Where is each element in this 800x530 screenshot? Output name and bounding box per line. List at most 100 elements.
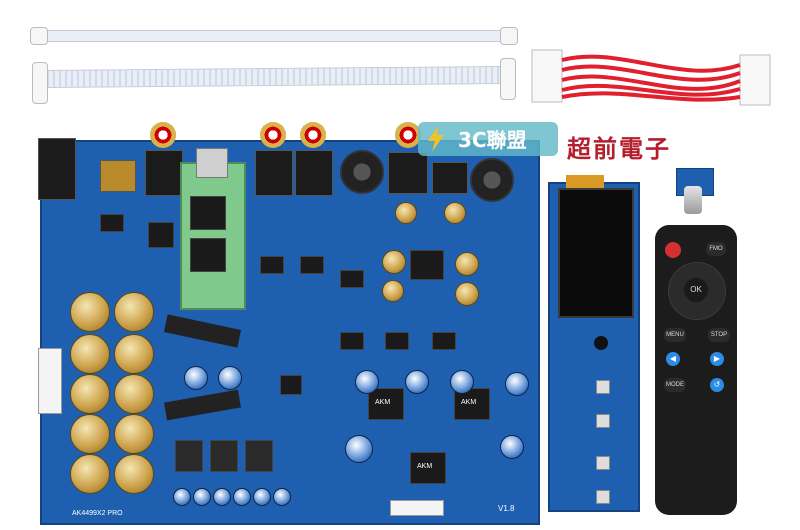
usb-interface-module	[180, 162, 246, 310]
watermark-logo-text: 3C聯盟	[458, 128, 527, 152]
akm-chip-1: AKM	[368, 388, 404, 420]
xlr-output-2	[470, 158, 514, 202]
power-button	[665, 242, 681, 258]
rca-block-2	[295, 150, 333, 196]
rca-block-3	[388, 152, 428, 194]
rca-output-3	[395, 122, 421, 148]
blue-cap-6	[405, 370, 429, 394]
akm-label-3: AKM	[417, 463, 433, 470]
mode-label: MODE	[666, 382, 684, 388]
ribbon-connector-left	[32, 62, 48, 104]
capacitor-7	[70, 414, 110, 454]
bottom-cap-4	[233, 488, 251, 506]
blue-cap-4	[500, 435, 524, 459]
power-jack	[38, 138, 76, 200]
connector-left-top	[30, 27, 48, 45]
coax-jack-1	[145, 150, 183, 196]
rotary-encoder-knob	[684, 186, 702, 214]
lcd-screen	[558, 188, 634, 318]
small-cap-2	[444, 202, 466, 224]
usb-b-port	[196, 148, 228, 178]
akm-chip-2: AKM	[454, 388, 490, 420]
regulator-1	[175, 440, 203, 472]
ok-button: OK	[684, 278, 708, 302]
akm-label-1: AKM	[375, 399, 391, 406]
rca-input-1	[150, 122, 176, 148]
connector-right-top	[500, 27, 518, 45]
prev-button: ◀	[666, 352, 680, 366]
capacitor-9	[70, 454, 110, 494]
ic-2	[148, 222, 174, 248]
hdmi-port	[100, 160, 136, 192]
blue-cap-2	[218, 366, 242, 390]
optical-port	[432, 162, 468, 194]
ic-7	[385, 332, 409, 350]
ic-9	[280, 375, 302, 395]
capacitor-5	[70, 374, 110, 414]
menu-label: MENU	[666, 332, 684, 338]
brand-text: 超前電子	[567, 134, 671, 163]
white-cable-top	[38, 30, 510, 42]
ribbon-cable	[41, 65, 507, 89]
usb-chip-1	[190, 196, 226, 230]
blue-cap-3	[345, 435, 373, 463]
fmo-button: FMO	[706, 242, 726, 256]
ic-6	[340, 332, 364, 350]
bottom-cap-1	[173, 488, 191, 506]
lightning-icon	[424, 124, 448, 154]
blue-cap-5	[355, 370, 379, 394]
display-button-3	[596, 456, 610, 470]
small-cap-3	[382, 250, 406, 274]
small-cap-1	[395, 202, 417, 224]
ribbon-connector-right	[500, 58, 516, 100]
board-model-label: AK4499X2 PRO	[72, 510, 123, 517]
capacitor-4	[114, 334, 154, 374]
back-button: ↺	[710, 378, 724, 392]
ir-receiver	[594, 336, 608, 350]
ribbon-flex	[566, 175, 604, 189]
bottom-cap-5	[253, 488, 271, 506]
usb-chip-2	[190, 238, 226, 272]
akm-chip-3: AKM	[410, 452, 446, 484]
ic-5	[340, 270, 364, 288]
bottom-cap-6	[273, 488, 291, 506]
blue-cap-8	[505, 372, 529, 396]
ic-4	[300, 256, 324, 274]
fmo-label: FMO	[709, 246, 723, 252]
bottom-header-connector	[390, 500, 444, 516]
side-header-connector	[38, 348, 62, 414]
small-cap-6	[455, 282, 479, 306]
stop-label: STOP	[710, 332, 728, 338]
stop-button: STOP	[708, 328, 730, 342]
watermark-logo-3c	[418, 122, 558, 156]
ic-1	[100, 214, 124, 232]
regulator-3	[245, 440, 273, 472]
capacitor-8	[114, 414, 154, 454]
mode-button: MODE	[664, 378, 686, 392]
rca-output-2	[300, 122, 326, 148]
ok-label: OK	[690, 285, 702, 294]
board-version-label: V1.8	[498, 504, 515, 513]
menu-button: MENU	[664, 328, 686, 342]
bottom-cap-3	[213, 488, 231, 506]
display-button-4	[596, 490, 610, 504]
next-button: ▶	[710, 352, 724, 366]
rca-block-1	[255, 150, 293, 196]
ic-3	[260, 256, 284, 274]
capacitor-6	[114, 374, 154, 414]
capacitor-2	[114, 292, 154, 332]
bottom-cap-2	[193, 488, 211, 506]
blue-cap-1	[184, 366, 208, 390]
dac-chip-main	[410, 250, 444, 280]
akm-label-2: AKM	[461, 399, 477, 406]
small-cap-4	[455, 252, 479, 276]
red-wire-harness	[530, 45, 775, 110]
display-button-2	[596, 414, 610, 428]
rca-output-1	[260, 122, 286, 148]
ic-8	[432, 332, 456, 350]
blue-cap-7	[450, 370, 474, 394]
display-button-1	[596, 380, 610, 394]
capacitor-3	[70, 334, 110, 374]
small-cap-5	[382, 280, 404, 302]
regulator-2	[210, 440, 238, 472]
